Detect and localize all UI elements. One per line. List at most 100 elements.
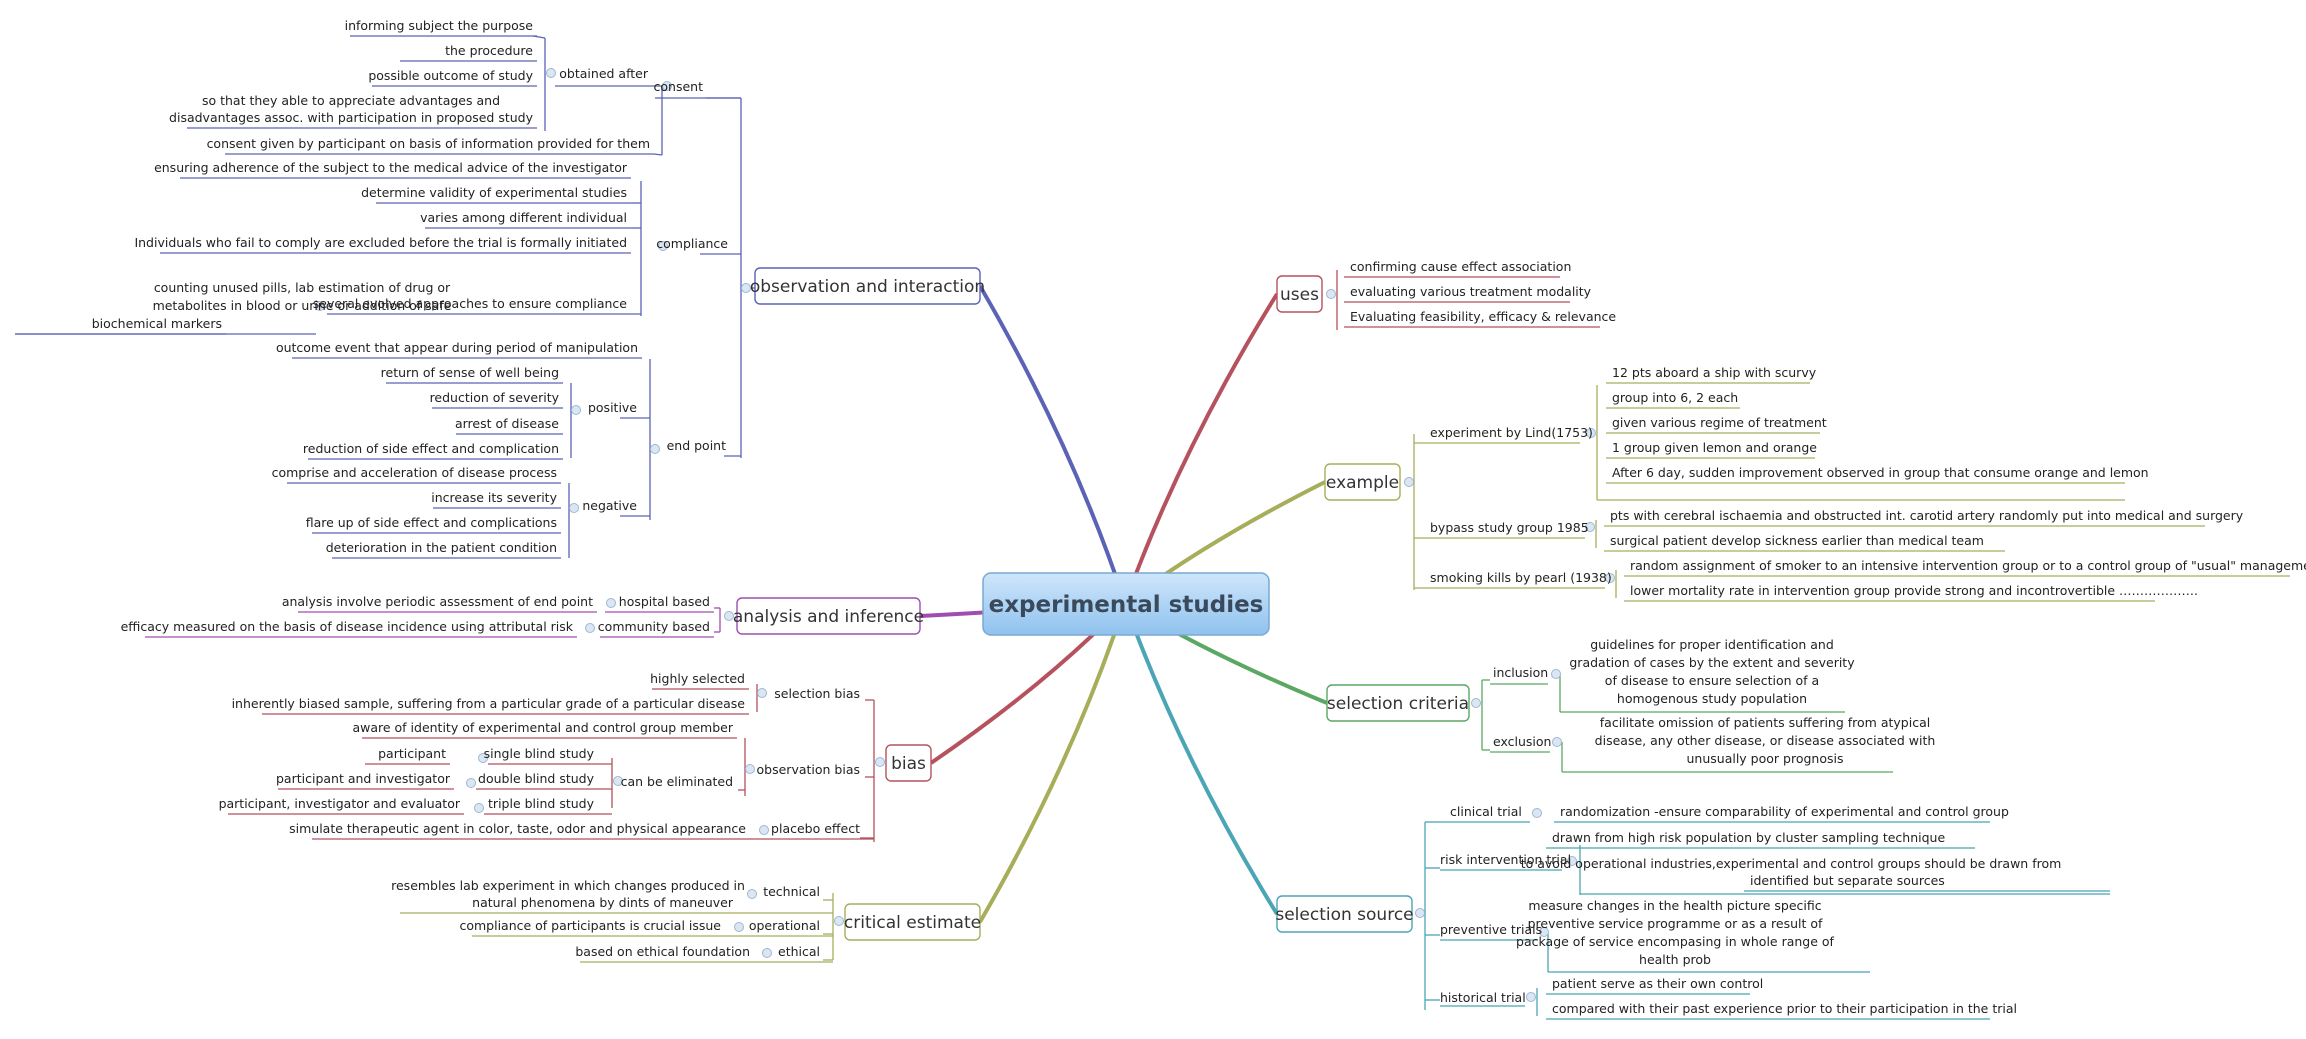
node-label-hist: historical trial [1440,990,1526,1005]
collapse-toggle-icon[interactable] [1552,737,1562,747]
main-branch-line [1123,602,1279,916]
collapse-toggle-icon[interactable] [1526,992,1536,1002]
connector-line [532,35,546,39]
collapse-toggle-icon[interactable] [747,889,757,899]
collapse-toggle-icon[interactable] [1415,908,1425,918]
collapse-toggle-icon[interactable] [569,503,579,513]
central-topic-box[interactable] [982,572,1270,636]
collapse-toggle-icon[interactable] [585,623,595,633]
node-label-comm: community based [598,619,710,634]
node-label-cp3: varies among different individual [420,210,627,225]
collapse-toggle-icon[interactable] [745,764,755,774]
node-label-n1: comprise and acceleration of disease pro… [272,465,557,480]
topic-box-ana[interactable] [736,597,921,635]
collapse-toggle-icon[interactable] [757,688,767,698]
collapse-toggle-icon[interactable] [734,922,744,932]
collapse-toggle-icon[interactable] [1539,927,1549,937]
central-topic[interactable]: experimental studies [982,572,1270,636]
node-label-prev1a: measure changes in the health picture sp… [1528,898,1821,913]
node-label-c5: consent given by participant on basis of… [207,136,650,151]
main-branch-line [1123,292,1279,604]
node-label-obsbias: observation bias [757,762,860,777]
collapse-toggle-icon[interactable] [834,916,844,926]
topic-box-uses[interactable] [1276,275,1323,313]
node-label-comm1: efficacy measured on the basis of diseas… [121,619,574,634]
collapse-toggle-icon[interactable] [1567,856,1577,866]
collapse-toggle-icon[interactable] [875,757,885,767]
node-label-excl1c: unusually poor prognosis [1687,751,1844,766]
node-label-ob1: aware of identity of experimental and co… [352,720,733,735]
node-label-compliance: compliance [656,236,728,251]
collapse-toggle-icon[interactable] [546,68,556,78]
node-label-bypass: bypass study group 1985 [1430,520,1589,535]
node-label-hist1: patient serve as their own control [1552,976,1763,991]
topic-box-crit[interactable] [844,903,981,941]
node-label-sb2: inherently biased sample, suffering from… [232,696,746,711]
node-label-incl1a: guidelines for proper identification and [1590,637,1834,652]
collapse-toggle-icon[interactable] [478,753,488,763]
node-label-crit: critical estimate [844,913,981,933]
collapse-toggle-icon[interactable] [474,803,484,813]
node-label-prev: preventive trials [1440,922,1542,937]
collapse-toggle-icon[interactable] [1326,289,1336,299]
node-label-risk2b: identified but separate sources [1750,873,1945,888]
collapse-toggle-icon[interactable] [650,444,660,454]
node-label-u2: evaluating various treatment modality [1350,284,1592,299]
node-label-hosp1: analysis involve periodic assessment of … [282,594,593,609]
collapse-toggle-icon[interactable] [571,405,581,415]
topic-box-example[interactable] [1324,463,1401,501]
central-topic-label: experimental studies [989,592,1264,618]
topic-box-bias[interactable] [885,744,932,782]
node-label-selcrit: selection criteria [1327,694,1469,714]
collapse-toggle-icon[interactable] [658,241,668,251]
node-label-obs: observation and interaction [750,277,985,297]
node-label-incl1d: homogenous study population [1617,691,1807,706]
node-label-example: example [1326,473,1399,493]
node-label-obtained: obtained after [559,66,649,81]
node-label-p3: arrest of disease [455,416,559,431]
node-label-triple1: participant, investigator and evaluator [219,796,461,811]
collapse-toggle-icon[interactable] [1586,428,1596,438]
node-label-p2: reduction of severity [430,390,560,405]
collapse-toggle-icon[interactable] [1605,573,1615,583]
collapse-toggle-icon[interactable] [741,283,751,293]
collapse-toggle-icon[interactable] [1551,669,1561,679]
node-label-s1: random assignment of smoker to an intens… [1630,558,2306,573]
node-label-sb1: highly selected [650,671,745,686]
collapse-toggle-icon[interactable] [613,776,623,786]
collapse-toggle-icon[interactable] [466,778,476,788]
collapse-toggle-icon[interactable] [1471,698,1481,708]
collapse-toggle-icon[interactable] [724,611,734,621]
collapse-toggle-icon[interactable] [1532,808,1542,818]
topic-box-selcrit[interactable] [1326,684,1470,722]
node-label-tech1b: natural phenomena by dints of maneuver [472,895,734,910]
node-label-canelim: can be eliminated [621,774,733,789]
node-label-eth: ethical [778,944,820,959]
topic-box-obs[interactable] [754,267,981,305]
node-label-u1: confirming cause effect association [1350,259,1571,274]
node-label-clin1: randomization -ensure comparability of e… [1560,804,2009,819]
collapse-toggle-icon[interactable] [759,825,769,835]
node-label-excl1a: facilitate omission of patients sufferin… [1600,715,1930,730]
node-label-placebo1: simulate therapeutic agent in color, tas… [289,821,746,836]
node-label-uses: uses [1280,285,1319,305]
node-label-ana: analysis and inference [733,607,924,627]
node-label-prev1d: health prob [1639,952,1711,967]
collapse-toggle-icon[interactable] [1585,522,1595,532]
node-label-incl1c: of disease to ensure selection of a [1605,673,1819,688]
collapse-toggle-icon[interactable] [1404,477,1414,487]
node-label-c1: informing subject the purpose [345,18,534,33]
collapse-toggle-icon[interactable] [315,301,325,311]
node-label-n4: deterioration in the patient condition [326,540,557,555]
collapse-toggle-icon[interactable] [662,81,672,91]
node-label-negative: negative [582,498,637,513]
node-label-cp6b: metabolites in blood or urine or additio… [153,298,452,313]
node-label-risk1: drawn from high risk population by clust… [1552,830,1945,845]
collapse-toggle-icon[interactable] [606,598,616,608]
node-label-s2: lower mortality rate in intervention gro… [1630,583,2198,598]
topic-box-selsrc[interactable] [1276,895,1413,933]
collapse-toggle-icon[interactable] [762,948,772,958]
node-label-positive: positive [588,400,637,415]
node-label-cp6a: counting unused pills, lab estimation of… [154,280,451,295]
